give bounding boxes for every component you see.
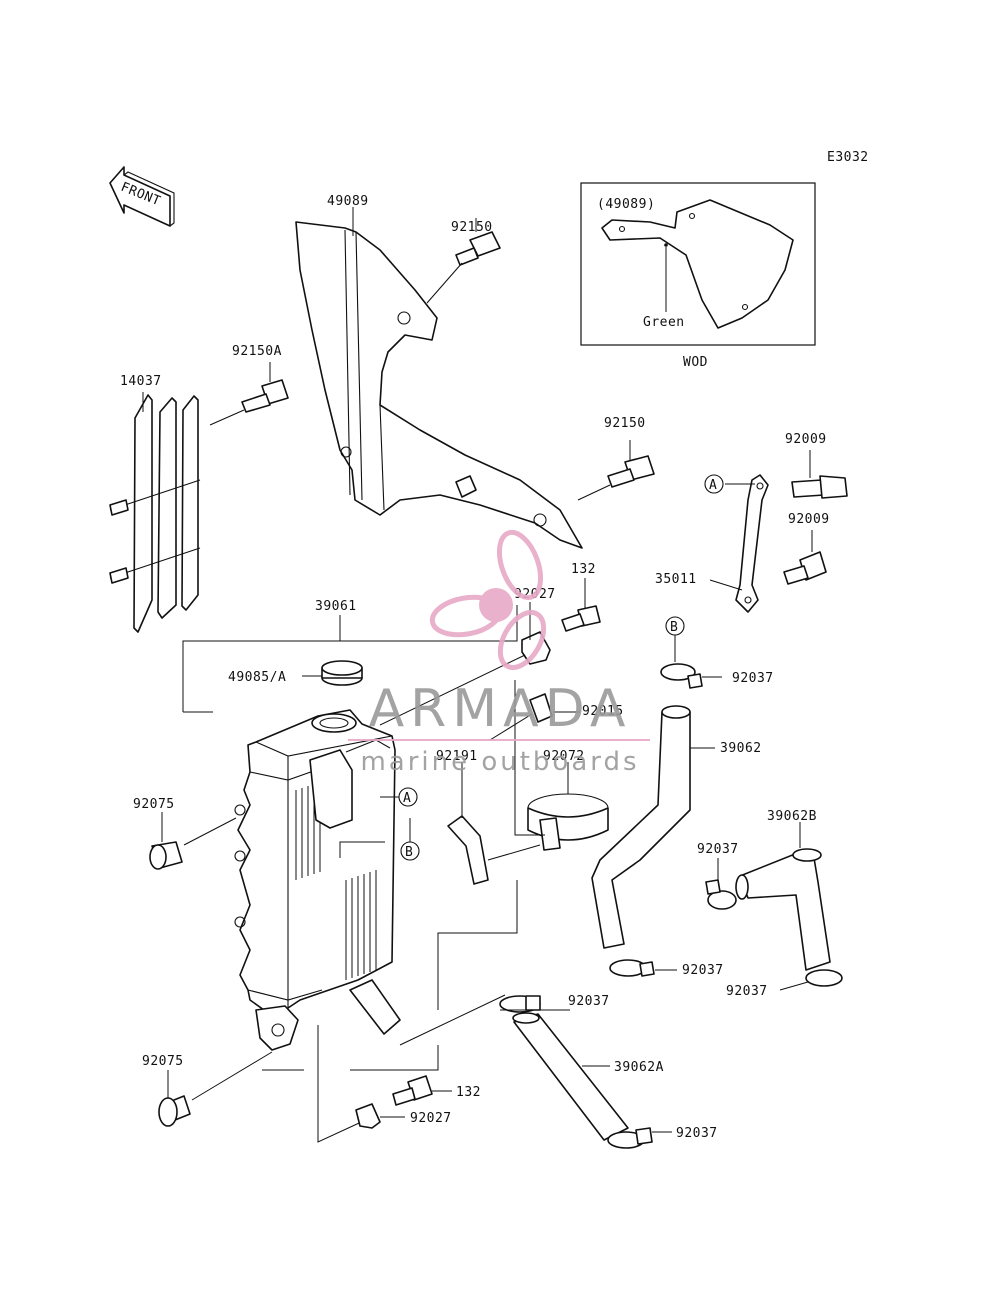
bolt-132-top: 132 <box>561 562 601 632</box>
label-92037-f: 92037 <box>568 994 610 1009</box>
label-92037-g: 92037 <box>676 1126 718 1141</box>
grommet-92075-bottom: 92075 <box>142 1051 273 1127</box>
hose-92191: 92191 <box>436 749 489 885</box>
label-39061: 39061 <box>315 599 357 614</box>
bolt-92027-bottom: 92027 <box>355 1103 452 1129</box>
front-arrow-icon: FRONT <box>109 166 175 227</box>
label-92191: 92191 <box>436 749 478 764</box>
label-92072: 92072 <box>543 749 585 764</box>
inset-box: (49089) Green WOD <box>580 182 816 370</box>
watermark-brand: ARMADA <box>369 679 632 739</box>
clamp-92037-d: 92037 <box>609 959 724 978</box>
label-92027-bottom: 92027 <box>410 1111 452 1126</box>
label-39062a: 39062A <box>614 1060 664 1075</box>
clamp-92037-c: 92037 <box>697 842 739 910</box>
hose-39062a: 39062A <box>512 1012 664 1141</box>
label-49089: 49089 <box>327 194 369 209</box>
label-92150-mid: 92150 <box>604 416 646 431</box>
radiator <box>234 709 401 1051</box>
watermark: ARMADA marine outboards <box>348 529 650 777</box>
label-92009-b: 92009 <box>788 512 830 527</box>
label-132-bottom: 132 <box>456 1085 481 1100</box>
label-39062b: 39062B <box>767 809 817 824</box>
inset-color-note: Green <box>643 315 685 330</box>
label-92075-bottom: 92075 <box>142 1054 184 1069</box>
armada-logo-icon <box>429 529 547 670</box>
callout-a-circle-right <box>704 474 724 494</box>
bolt-92150-top: 92150 <box>426 218 501 304</box>
label-92015: 92015 <box>582 704 624 719</box>
label-92150a: 92150A <box>232 344 282 359</box>
inset-ref: (49089) <box>597 197 655 212</box>
label-92037-c: 92037 <box>697 842 739 857</box>
label-92150-top: 92150 <box>451 220 493 235</box>
radiator-cap: 49085/A <box>228 660 363 686</box>
inset-caption: WOD <box>683 355 708 370</box>
bolt-92150a: 92150A <box>209 344 289 426</box>
callout-b-left: B <box>405 845 413 860</box>
leader-39061: 39061 <box>182 599 526 726</box>
label-35011: 35011 <box>655 572 697 587</box>
clamp-92037-b: B 92037 <box>660 616 774 689</box>
bolt-92150-mid: 92150 <box>577 416 655 501</box>
callouts-left: A B <box>339 787 420 861</box>
diagram-code: E3032 <box>827 150 869 165</box>
band-92072: 92072 <box>487 680 609 861</box>
lower-leaders <box>262 880 518 1143</box>
grommet-92075-top: 92075 <box>133 797 237 870</box>
callout-a-left: A <box>403 791 411 806</box>
bracket-35011: A 92009 92009 35011 <box>655 432 848 613</box>
radiator-grille: 14037 <box>109 374 201 633</box>
clamp-92037-f: 92037 <box>499 994 610 1013</box>
label-49085a: 49085/A <box>228 670 286 685</box>
hose-39062b: 39062B <box>735 809 831 971</box>
clamp-92037-g: 92037 <box>607 1126 718 1149</box>
label-39062: 39062 <box>720 741 762 756</box>
label-14037: 14037 <box>120 374 162 389</box>
radiator-fins <box>295 782 377 980</box>
hose-39062: 39062 <box>591 705 762 949</box>
label-132-top: 132 <box>571 562 596 577</box>
clamp-92037-e: 92037 <box>726 969 843 999</box>
label-92037-d: 92037 <box>682 963 724 978</box>
callout-b-top: B <box>670 620 678 635</box>
label-92037-b: 92037 <box>732 671 774 686</box>
label-92009-a: 92009 <box>785 432 827 447</box>
callout-a-right: A <box>709 478 717 493</box>
label-92075-top: 92075 <box>133 797 175 812</box>
clip-92015: 92015 <box>489 693 624 741</box>
label-92037-e: 92037 <box>726 984 768 999</box>
radiator-shroud: 49089 <box>295 194 583 549</box>
bolt-132-bottom: 132 <box>392 1075 481 1106</box>
watermark-tagline: marine outboards <box>360 747 639 777</box>
